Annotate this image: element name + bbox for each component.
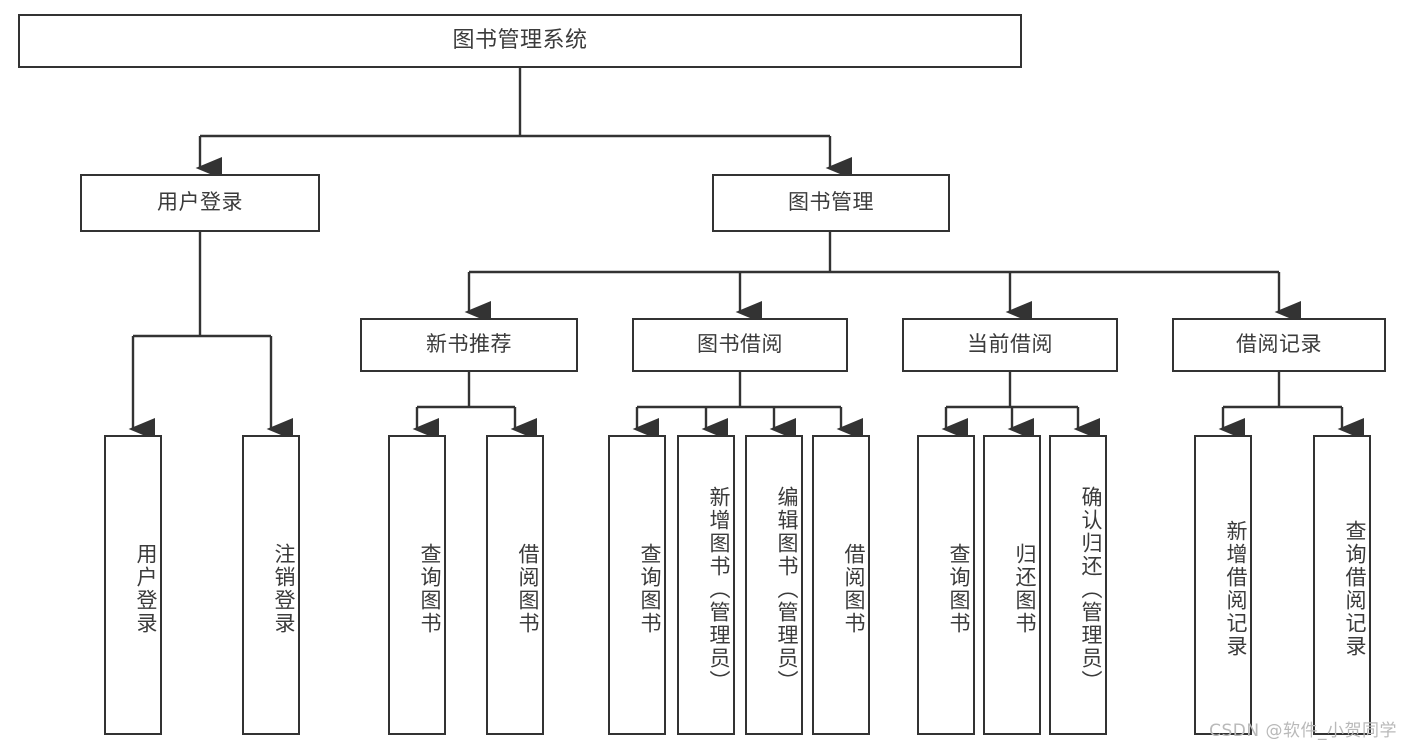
node-user-login-label: 用户登录	[157, 190, 243, 215]
node-current-borrow-label: 当前借阅	[967, 332, 1053, 357]
node-new-book-recommend[interactable]: 新书推荐	[360, 318, 578, 372]
node-book-management[interactable]: 图书管理	[712, 174, 950, 232]
node-book-management-label: 图书管理	[788, 190, 874, 215]
leaf-search-book-recommend-label: 查询图书	[418, 543, 442, 635]
node-root[interactable]: 图书管理系统	[18, 14, 1022, 68]
node-book-borrow[interactable]: 图书借阅	[632, 318, 848, 372]
leaf-borrow-book-recommend[interactable]: 借阅图书	[486, 435, 544, 735]
node-book-borrow-label: 图书借阅	[697, 332, 783, 357]
leaf-return-book-label: 归还图书	[1013, 543, 1037, 635]
leaf-add-borrow-record[interactable]: 新增借阅记录	[1194, 435, 1252, 735]
node-current-borrow[interactable]: 当前借阅	[902, 318, 1118, 372]
leaf-search-book-current-label: 查询图书	[947, 543, 971, 635]
leaf-search-book-borrow-label: 查询图书	[638, 543, 662, 635]
node-root-label: 图书管理系统	[452, 27, 588, 53]
leaf-borrow-book-label: 借阅图书	[842, 543, 866, 635]
node-borrow-record-label: 借阅记录	[1236, 332, 1322, 357]
node-borrow-record[interactable]: 借阅记录	[1172, 318, 1386, 372]
leaf-logout[interactable]: 注销登录	[242, 435, 300, 735]
leaf-search-borrow-record-label: 查询借阅记录	[1343, 520, 1367, 658]
leaf-search-borrow-record[interactable]: 查询借阅记录	[1313, 435, 1371, 735]
leaf-search-book-current[interactable]: 查询图书	[917, 435, 975, 735]
leaf-borrow-book-recommend-label: 借阅图书	[516, 543, 540, 635]
leaf-add-borrow-record-label: 新增借阅记录	[1224, 520, 1248, 658]
leaf-user-login[interactable]: 用户登录	[104, 435, 162, 735]
leaf-edit-book-admin[interactable]: 编辑图书（管理员）	[745, 435, 803, 735]
leaf-user-login-label: 用户登录	[134, 543, 158, 635]
leaf-search-book-borrow[interactable]: 查询图书	[608, 435, 666, 735]
leaf-add-book-admin-label: 新增图书（管理员）	[707, 485, 731, 693]
leaf-confirm-return-admin[interactable]: 确认归还（管理员）	[1049, 435, 1107, 735]
leaf-confirm-return-admin-label: 确认归还（管理员）	[1079, 485, 1103, 693]
leaf-search-book-recommend[interactable]: 查询图书	[388, 435, 446, 735]
leaf-borrow-book[interactable]: 借阅图书	[812, 435, 870, 735]
node-new-book-recommend-label: 新书推荐	[426, 332, 512, 357]
csdn-watermark: CSDN @软件_小贺同学	[1209, 721, 1397, 741]
leaf-return-book[interactable]: 归还图书	[983, 435, 1041, 735]
leaf-edit-book-admin-label: 编辑图书（管理员）	[775, 485, 799, 693]
node-user-login[interactable]: 用户登录	[80, 174, 320, 232]
leaf-logout-label: 注销登录	[272, 543, 296, 635]
leaf-add-book-admin[interactable]: 新增图书（管理员）	[677, 435, 735, 735]
